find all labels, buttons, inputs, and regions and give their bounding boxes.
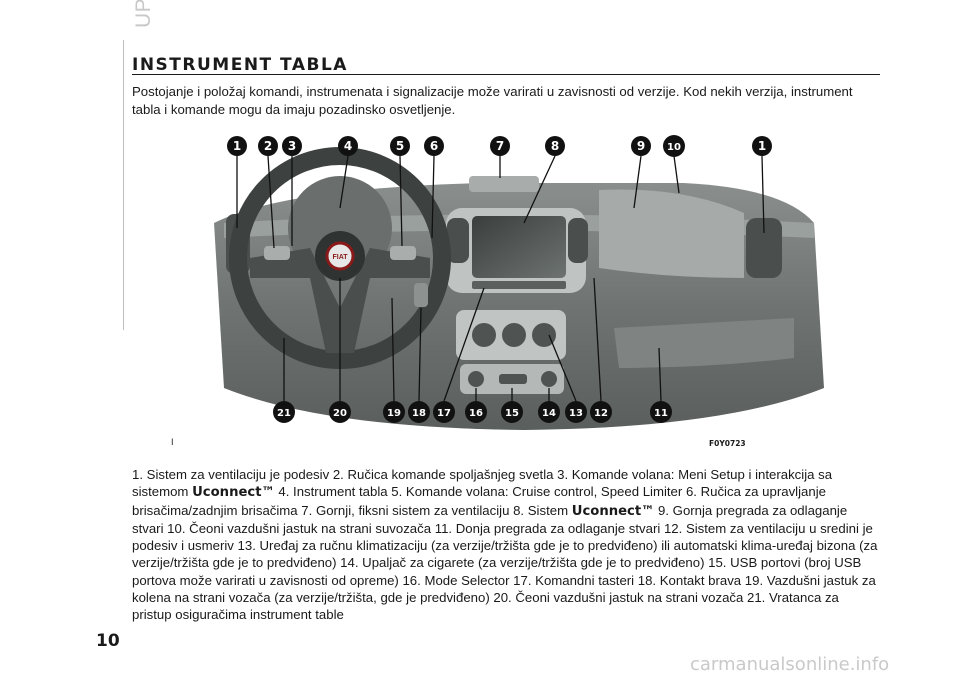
callout-top-1: 1 bbox=[227, 136, 247, 156]
uconnect-screen bbox=[472, 216, 566, 278]
svg-text:12: 12 bbox=[594, 408, 608, 419]
callout-bottom-18: 18 bbox=[408, 401, 430, 423]
svg-text:15: 15 bbox=[505, 408, 519, 419]
caption-brand: Uconnect™ bbox=[192, 485, 275, 501]
callout-top-3: 3 bbox=[282, 136, 302, 156]
center-top-vent bbox=[469, 176, 539, 192]
callout-bottom-17: 17 bbox=[433, 401, 455, 423]
svg-text:9: 9 bbox=[637, 139, 645, 153]
center-right-vent bbox=[568, 218, 588, 263]
callout-numbers: 1 2 3 4 5 6 7 8 9 10 1 21 20 19 18 17 16… bbox=[227, 135, 772, 423]
svg-text:16: 16 bbox=[469, 408, 483, 419]
steering-left-controls bbox=[264, 246, 290, 260]
callout-top-2: 2 bbox=[258, 136, 278, 156]
svg-text:7: 7 bbox=[496, 139, 504, 153]
caption-brand: Uconnect™ bbox=[571, 503, 655, 519]
callout-lines bbox=[236, 155, 765, 402]
climate-knob-left bbox=[472, 323, 496, 347]
steering-spokes bbox=[250, 248, 430, 353]
callout-top-10: 10 bbox=[663, 135, 685, 157]
dashboard-illustration: FIAT 1 bbox=[214, 135, 824, 430]
svg-text:6: 6 bbox=[430, 139, 438, 153]
callout-top-6: 6 bbox=[424, 136, 444, 156]
svg-text:19: 19 bbox=[387, 408, 401, 419]
svg-text:20: 20 bbox=[333, 408, 347, 419]
svg-text:13: 13 bbox=[569, 408, 583, 419]
svg-text:14: 14 bbox=[542, 408, 556, 419]
svg-text:17: 17 bbox=[437, 408, 451, 419]
ignition-switch bbox=[414, 283, 428, 307]
callout-bottom-20: 20 bbox=[329, 401, 351, 423]
callout-top-1b: 1 bbox=[752, 136, 772, 156]
callout-top-7: 7 bbox=[490, 136, 510, 156]
svg-text:2: 2 bbox=[264, 139, 272, 153]
svg-text:3: 3 bbox=[288, 139, 296, 153]
instrument-cluster bbox=[288, 176, 392, 280]
callout-bottom-11: 11 bbox=[650, 401, 672, 423]
page-number: 10 bbox=[96, 631, 120, 651]
fiat-badge bbox=[325, 241, 355, 271]
callout-top-9: 9 bbox=[631, 136, 651, 156]
side-chapter-title: UPOZNAVANJE SA VOZILOM bbox=[84, 0, 155, 348]
upper-glovebox bbox=[599, 189, 744, 278]
svg-text:1: 1 bbox=[758, 139, 766, 153]
svg-text:11: 11 bbox=[654, 408, 668, 419]
callout-bottom-12: 12 bbox=[590, 401, 612, 423]
callout-top-8: 8 bbox=[545, 136, 565, 156]
svg-text:1: 1 bbox=[233, 139, 241, 153]
usb-ports bbox=[499, 374, 527, 384]
svg-text:18: 18 bbox=[412, 408, 426, 419]
callout-top-4: 4 bbox=[338, 136, 358, 156]
cigarette-lighter bbox=[541, 371, 557, 387]
center-left-vent bbox=[447, 218, 469, 263]
caption-text: 4. Instrument tabla 5. Komande volana: C… bbox=[132, 484, 826, 518]
side-divider bbox=[123, 40, 124, 330]
caption-text: 9. Gornja pregrada za odlaganje stvari 1… bbox=[132, 502, 878, 623]
climate-knob-right bbox=[532, 323, 556, 347]
svg-text:5: 5 bbox=[396, 139, 404, 153]
callout-bottom-14: 14 bbox=[538, 401, 560, 423]
steering-right-controls bbox=[390, 246, 416, 260]
figure-reference-code: F0Y0723 bbox=[709, 439, 746, 448]
climate-knob-center bbox=[502, 323, 526, 347]
callout-bottom-21: 21 bbox=[273, 401, 295, 423]
dashboard-figure: FIAT 1 bbox=[164, 128, 880, 446]
watermark: carmanualsonline.info bbox=[690, 654, 890, 675]
mode-selector bbox=[468, 371, 484, 387]
svg-text:4: 4 bbox=[344, 139, 352, 153]
svg-text:10: 10 bbox=[667, 142, 681, 153]
figure-caption: 1. Sistem za ventilaciju je podesiv 2. R… bbox=[132, 466, 882, 624]
svg-text:8: 8 bbox=[551, 139, 559, 153]
figure-mark: I bbox=[171, 437, 174, 447]
fiat-badge-text: FIAT bbox=[332, 254, 348, 261]
callout-top-5: 5 bbox=[390, 136, 410, 156]
screen-buttons bbox=[472, 281, 566, 289]
intro-paragraph: Postojanje i položaj komandi, instrumena… bbox=[132, 84, 853, 117]
callout-bottom-19: 19 bbox=[383, 401, 405, 423]
callout-bottom-13: 13 bbox=[565, 401, 587, 423]
caption-text: 1. Sistem za ventilaciju je podesiv 2. R… bbox=[132, 467, 833, 500]
callout-bottom-16: 16 bbox=[465, 401, 487, 423]
section-heading: INSTRUMENT TABLA bbox=[132, 55, 348, 75]
callout-bottom-15: 15 bbox=[501, 401, 523, 423]
right-side-vent bbox=[746, 218, 782, 278]
svg-text:21: 21 bbox=[277, 408, 291, 419]
heading-underline bbox=[132, 74, 880, 75]
